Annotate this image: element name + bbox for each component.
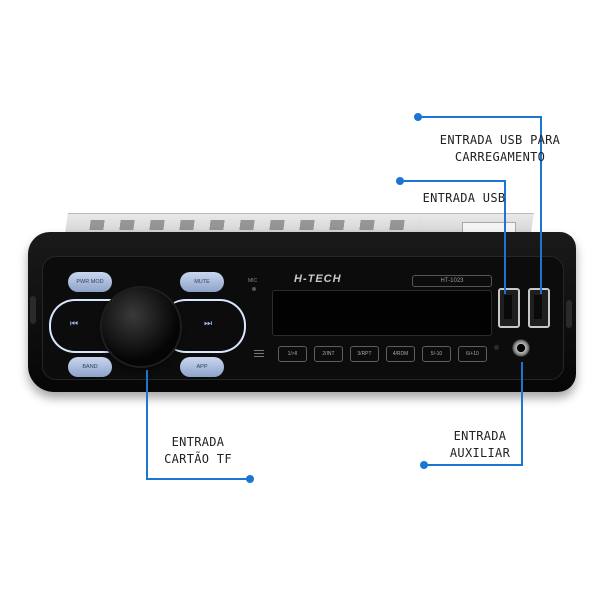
- leader-line-usb-charge-h: [418, 116, 542, 118]
- brand-logo: H-TECH: [294, 273, 342, 285]
- leader-dot-usb-charge: [414, 113, 422, 121]
- callout-aux-line2: AUXILIAR: [449, 446, 511, 460]
- callout-tf-line1: ENTRADA: [171, 435, 225, 449]
- mic-hole: [252, 287, 256, 291]
- leader-line-usb: [504, 180, 506, 294]
- eq-icon: [254, 350, 264, 358]
- volume-knob[interactable]: [102, 288, 180, 366]
- preset-button-4[interactable]: 4/RDM: [386, 346, 415, 362]
- leader-line-aux-h: [424, 464, 523, 466]
- band-button[interactable]: BAND: [68, 357, 112, 377]
- leader-dot-usb: [396, 177, 404, 185]
- preset-button-5[interactable]: 5/-10: [422, 346, 451, 362]
- leader-dot-aux: [420, 461, 428, 469]
- leader-dot-tf: [246, 475, 254, 483]
- leader-line-tf-h: [146, 478, 250, 480]
- preset-button-6[interactable]: 6/+10: [458, 346, 487, 362]
- ir-sensor: [494, 345, 499, 350]
- callout-tf-line2: CARTÃO TF: [164, 452, 232, 466]
- leader-line-usb-h: [400, 180, 506, 182]
- preset-button-1[interactable]: 1/>II: [278, 346, 307, 362]
- callout-aux: ENTRADA AUXILIAR: [430, 428, 530, 462]
- callout-usb-charge-line1: ENTRADA USB PARA: [439, 133, 561, 147]
- power-mode-button[interactable]: PWR MOD: [68, 272, 112, 292]
- preset-button-2[interactable]: 2/INT: [314, 346, 343, 362]
- preset-button-3[interactable]: 3/RPT: [350, 346, 379, 362]
- mute-button[interactable]: MUTE: [180, 272, 224, 292]
- callout-usb-charge-line2: CARREGAMENTO: [454, 150, 546, 164]
- leader-line-aux: [521, 362, 523, 466]
- app-button[interactable]: APP: [180, 357, 224, 377]
- lcd-display: [272, 290, 492, 336]
- leader-line-usb-charge: [540, 116, 542, 294]
- model-label: HT-1023: [412, 275, 492, 287]
- right-release-clip: [566, 300, 572, 328]
- usb-port-data[interactable]: [498, 288, 520, 328]
- right-light-ring: [160, 299, 246, 353]
- leader-line-tf: [146, 370, 148, 480]
- callout-tf: ENTRADA CARTÃO TF: [148, 434, 248, 468]
- usb-port-charge[interactable]: [528, 288, 550, 328]
- callout-usb-line1: ENTRADA USB: [422, 191, 506, 205]
- callout-usb-charge: ENTRADA USB PARA CARREGAMENTO: [420, 132, 580, 166]
- preset-buttons: 1/>II 2/INT 3/RPT 4/RDM 5/-10 6/+10: [278, 346, 508, 362]
- mic-label: MIC: [248, 278, 258, 284]
- seek-next-icon[interactable]: ⏭: [204, 318, 213, 328]
- left-release-clip: [30, 296, 36, 324]
- callout-usb: ENTRADA USB: [404, 190, 524, 207]
- seek-prev-icon[interactable]: ⏮: [70, 318, 79, 328]
- aux-jack[interactable]: [512, 339, 530, 357]
- chassis-markings: [89, 220, 421, 230]
- callout-aux-line1: ENTRADA: [453, 429, 507, 443]
